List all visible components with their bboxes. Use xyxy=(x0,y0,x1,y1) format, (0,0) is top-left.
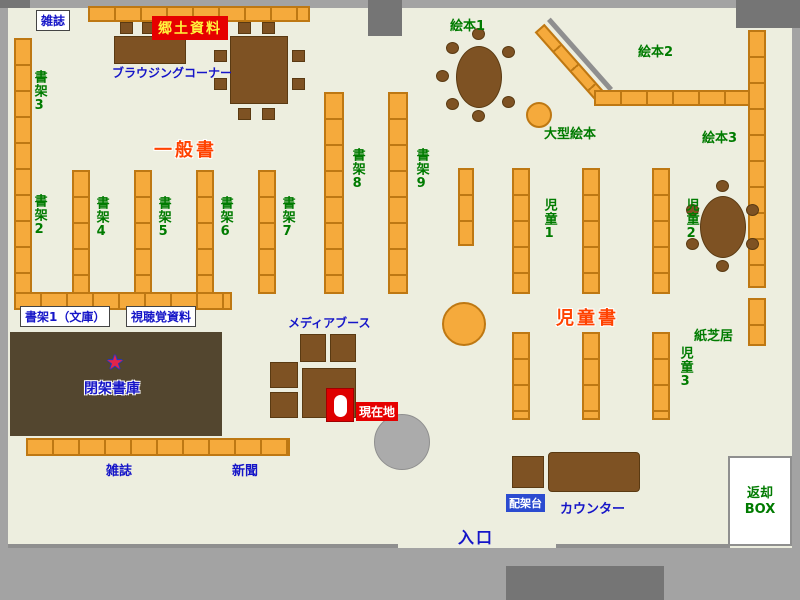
return-box-label-line2: BOX xyxy=(744,502,776,518)
shelf-ehon3-wall xyxy=(748,30,766,288)
shelf-magazines-news xyxy=(26,438,290,456)
bottom-wall-right xyxy=(556,544,730,548)
label-shelf8: 書架8 xyxy=(349,148,365,192)
round-pillar xyxy=(374,414,430,470)
wall-block-top-left xyxy=(0,0,30,8)
browsing-table-2 xyxy=(230,36,288,104)
shelf-ehon2 xyxy=(594,90,756,106)
chair xyxy=(214,50,227,62)
chair xyxy=(746,204,759,216)
booth-seat xyxy=(334,395,347,417)
shelf-shoka9 xyxy=(388,92,408,294)
jido-oval-table xyxy=(700,196,746,258)
label-newspapers: 新聞 xyxy=(232,464,259,479)
return-box-label-line1: 返却 xyxy=(746,486,773,501)
star-marker-icon: ★ xyxy=(106,350,124,374)
browsing-table-1 xyxy=(114,36,186,64)
shelf-kamishibai-wall xyxy=(748,298,766,346)
chair xyxy=(746,238,759,250)
label-local-materials: 郷土資料 xyxy=(152,16,228,40)
chair xyxy=(716,180,729,192)
chair xyxy=(472,28,485,40)
label-picture-books1: 絵本1 xyxy=(450,19,486,34)
media-booth-box xyxy=(300,334,326,362)
chair xyxy=(716,260,729,272)
chair xyxy=(238,22,251,34)
label-picture-books2: 絵本2 xyxy=(638,45,674,60)
chair xyxy=(686,238,699,250)
label-browsing-corner: ブラウジングコーナー xyxy=(112,66,233,80)
chair xyxy=(436,70,449,82)
label-sorting-table: 配架台 xyxy=(506,494,545,512)
shelf-small-column xyxy=(458,168,474,246)
wall-block-bottom xyxy=(506,566,664,600)
chair xyxy=(686,204,699,216)
chair xyxy=(472,110,485,122)
label-shelf5: 書架5 xyxy=(155,196,171,240)
shelf-shoka8 xyxy=(324,92,344,294)
return-box: 返却 BOX xyxy=(728,456,792,546)
shelf-shoka6 xyxy=(196,170,214,294)
shelf-shoka4 xyxy=(72,170,90,294)
wall-block-top-right xyxy=(736,0,800,28)
media-booth-box xyxy=(330,334,356,362)
closed-stacks-area xyxy=(10,332,222,436)
shelf-shoka3-2-wall xyxy=(14,38,32,294)
label-shelf4: 書架4 xyxy=(93,196,109,240)
pillar-top-center xyxy=(368,0,402,36)
label-children-books: 児童書 xyxy=(556,308,619,329)
shelf-jido-upper-3 xyxy=(652,168,670,294)
counter-desk xyxy=(548,452,640,492)
label-entrance: 入口 xyxy=(458,528,495,547)
chair xyxy=(238,108,251,120)
chair xyxy=(120,22,133,34)
label-closed-stacks: 閉架書庫 xyxy=(84,381,140,397)
label-shelf7: 書架7 xyxy=(279,196,295,240)
label-picture-books3: 絵本3 xyxy=(702,131,738,146)
chair xyxy=(502,96,515,108)
chair xyxy=(292,50,305,62)
label-magazines-top: 雑誌 xyxy=(36,10,71,31)
chair xyxy=(446,98,459,110)
chair xyxy=(262,108,275,120)
bottom-wall-left xyxy=(8,544,398,548)
label-large-picture-books: 大型絵本 xyxy=(544,127,597,142)
label-kamishibai: 紙芝居 xyxy=(694,329,734,344)
chair xyxy=(502,46,515,58)
label-shelf2: 書架2 xyxy=(31,194,47,238)
label-shelf3: 書架3 xyxy=(31,70,47,114)
label-media-booth: メディアブース xyxy=(288,316,371,330)
shelf-bunko-av xyxy=(14,292,232,310)
round-display-stand xyxy=(442,302,486,346)
media-booth-box xyxy=(270,362,298,388)
label-magazines-bottom: 雑誌 xyxy=(106,464,133,479)
label-children3: 児童3 xyxy=(677,346,693,390)
current-location-booth xyxy=(326,388,354,422)
shelf-jido-lower-2 xyxy=(582,332,600,420)
chair xyxy=(214,78,227,90)
chair xyxy=(446,42,459,54)
label-shelf9: 書架9 xyxy=(413,148,429,192)
sorting-table xyxy=(512,456,544,488)
large-picture-books-stand xyxy=(526,102,552,128)
shelf-shoka5 xyxy=(134,170,152,294)
ehon1-oval-table xyxy=(456,46,502,108)
label-shelf1-bunko: 書架1（文庫） xyxy=(20,306,111,327)
label-current-location: 現在地 xyxy=(356,402,399,421)
media-booth-box xyxy=(270,392,298,418)
label-children1: 児童1 xyxy=(541,198,557,242)
label-counter: カウンター xyxy=(560,502,626,517)
label-children2: 児童2 xyxy=(683,198,699,242)
shelf-jido-lower-1 xyxy=(512,332,530,420)
label-general-books: 一般書 xyxy=(154,140,217,161)
chair xyxy=(262,22,275,34)
chair xyxy=(292,78,305,90)
shelf-local-materials xyxy=(88,6,310,22)
shelf-jido-upper-2 xyxy=(582,168,600,294)
shelf-jido-upper-1 xyxy=(512,168,530,294)
label-shelf6: 書架6 xyxy=(217,196,233,240)
label-audiovisual: 視聴覚資料 xyxy=(126,306,197,327)
shelf-jido-lower-3 xyxy=(652,332,670,420)
shelf-shoka7 xyxy=(258,170,276,294)
